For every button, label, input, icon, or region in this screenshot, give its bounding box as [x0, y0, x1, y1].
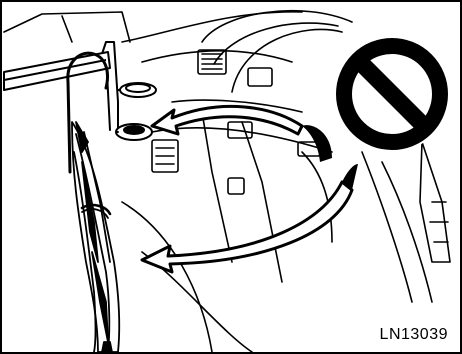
grab-bar — [4, 52, 110, 90]
umbrella — [68, 53, 119, 352]
umbrella-hook — [102, 42, 156, 140]
curved-arrow-icon — [152, 106, 332, 162]
figure-code: LN13039 — [380, 326, 448, 344]
prohibition-icon — [334, 36, 450, 152]
curved-arrow-icon — [142, 164, 358, 272]
